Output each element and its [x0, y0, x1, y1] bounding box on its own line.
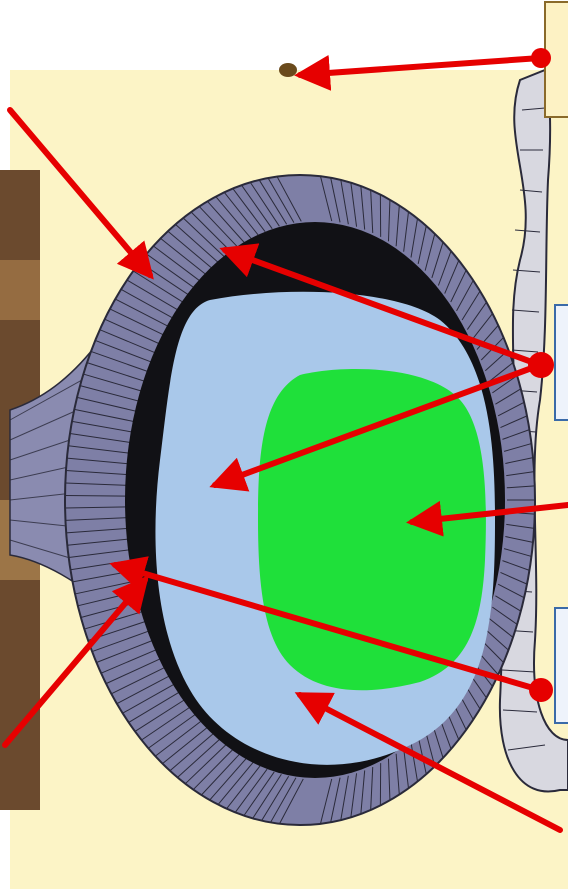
label-box-lower: [555, 608, 568, 723]
brown-dot: [279, 63, 297, 77]
label-box-middle: [555, 305, 568, 420]
arrow-origin-dot-top: [531, 48, 551, 68]
arrow-origin-dot-middle: [528, 352, 554, 378]
arrow-origin-dot-lower: [529, 678, 553, 702]
